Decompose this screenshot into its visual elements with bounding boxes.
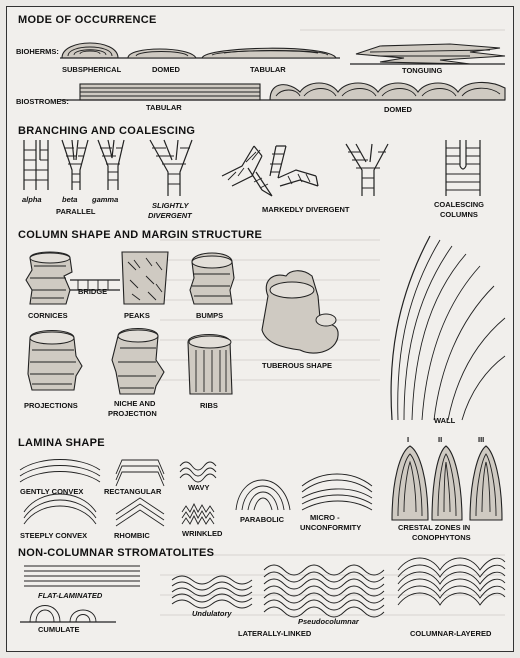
label-projections: PROJECTIONS: [24, 401, 78, 410]
bioherm-domed: [128, 49, 196, 58]
noncol-cumulate: [20, 606, 116, 623]
column-niche-projection: [112, 329, 164, 395]
label-conophytons: CONOPHYTONS: [412, 533, 471, 542]
heading-lamina-shape: LAMINA SHAPE: [18, 437, 105, 449]
noncol-flat-laminated: [24, 566, 140, 586]
label-roman-i: I: [407, 435, 409, 444]
label-biostromes: BIOSTROMES:: [16, 97, 69, 106]
label-alpha: alpha: [22, 195, 42, 204]
heading-branching-coalescing: BRANCHING AND COALESCING: [18, 125, 195, 137]
label-wall: WALL: [434, 416, 456, 425]
label-laterally-linked: LATERALLY-LINKED: [238, 629, 312, 638]
heading-mode-of-occurrence: MODE OF OCCURRENCE: [18, 14, 157, 26]
lamina-steeply-convex: [24, 494, 96, 524]
label-rectangular: RECTANGULAR: [104, 487, 162, 496]
column-bumps: [190, 253, 234, 304]
lamina-wrinkled: [182, 504, 214, 524]
label-columnar-layered: COLUMNAR-LAYERED: [410, 629, 492, 638]
label-domed-biostrome: DOMED: [384, 105, 413, 114]
bioherm-subspherical: [62, 43, 118, 58]
label-cumulate: CUMULATE: [38, 625, 80, 634]
label-gamma: gamma: [91, 195, 118, 204]
lamina-wavy: [180, 462, 216, 482]
column-peaks: [122, 252, 168, 304]
label-rhombic: RHOMBIC: [114, 531, 150, 540]
label-columns: COLUMNS: [440, 210, 478, 219]
label-tonguing: TONGUING: [402, 66, 442, 75]
label-tabular-biostrome: TABULAR: [146, 103, 182, 112]
label-subspherical: SUBSPHERICAL: [62, 65, 122, 74]
column-cornices: [26, 252, 72, 304]
label-cornices: CORNICES: [28, 311, 68, 320]
noncol-columnar-layered: [398, 558, 505, 605]
lamina-rectangular: [116, 460, 164, 486]
label-beta: beta: [62, 195, 77, 204]
lamina-rhombic: [116, 498, 164, 526]
branch-sketch-y: [346, 144, 388, 196]
label-wavy: WAVY: [188, 483, 210, 492]
branch-coalescing-columns: [446, 140, 480, 196]
heading-column-shape: COLUMN SHAPE AND MARGIN STRUCTURE: [18, 229, 262, 241]
label-niche-and: NICHE AND: [114, 399, 156, 408]
label-steeply-convex: STEEPLY CONVEX: [20, 531, 87, 540]
label-roman-iii: III: [478, 435, 484, 444]
label-roman-ii: II: [438, 435, 442, 444]
label-wrinkled: WRINKLED: [182, 529, 223, 538]
branch-gamma: [98, 140, 124, 190]
branch-markedly-divergent: [222, 146, 318, 196]
column-ribs: [188, 335, 232, 395]
lamina-parabolic: [236, 480, 290, 510]
label-flat-laminated: FLAT-LAMINATED: [38, 591, 103, 600]
label-tabular: TABULAR: [250, 65, 286, 74]
bioherm-tonguing: [350, 44, 505, 64]
label-markedly-divergent: MARKEDLY DIVERGENT: [262, 205, 350, 214]
label-domed: DOMED: [152, 65, 181, 74]
noncol-undulatory: [172, 576, 252, 608]
label-projection: PROJECTION: [108, 409, 157, 418]
label-bumps: BUMPS: [196, 311, 223, 320]
branch-slightly-divergent: [150, 140, 192, 196]
biostrome-domed: [268, 82, 505, 100]
lamina-crestal-zones: [392, 446, 502, 520]
column-projections: [28, 331, 82, 391]
bioherm-tabular: [202, 48, 336, 58]
label-parallel: PARALLEL: [56, 207, 96, 216]
label-pseudocolumnar: Pseudocolumnar: [298, 617, 360, 626]
branch-alpha: [24, 140, 48, 190]
label-parabolic: PARABOLIC: [240, 515, 285, 524]
label-slightly: SLIGHTLY: [152, 201, 190, 210]
branch-beta: [62, 140, 88, 190]
label-bridge: BRIDGE: [78, 287, 107, 296]
label-undulatory: Undulatory: [192, 609, 232, 618]
heading-non-columnar: NON-COLUMNAR STROMATOLITES: [18, 547, 214, 559]
column-tuberous: [262, 271, 338, 353]
label-peaks: PEAKS: [124, 311, 150, 320]
lamina-micro-unconformity: [302, 474, 372, 510]
column-wall: [391, 236, 505, 420]
label-divergent: DIVERGENT: [148, 211, 193, 220]
label-unconformity: UNCONFORMITY: [300, 523, 361, 532]
label-coalescing: COALESCING: [434, 200, 484, 209]
lamina-gently-convex: [20, 460, 100, 483]
noncol-pseudocolumnar: [264, 565, 384, 617]
label-ribs: RIBS: [200, 401, 218, 410]
label-tuberous-shape: TUBEROUS SHAPE: [262, 361, 332, 370]
label-bioherms: BIOHERMS:: [16, 47, 59, 56]
biostrome-tabular: [80, 84, 260, 100]
label-micro: MICRO -: [310, 513, 340, 522]
label-crestal-zones: CRESTAL ZONES IN: [398, 523, 470, 532]
